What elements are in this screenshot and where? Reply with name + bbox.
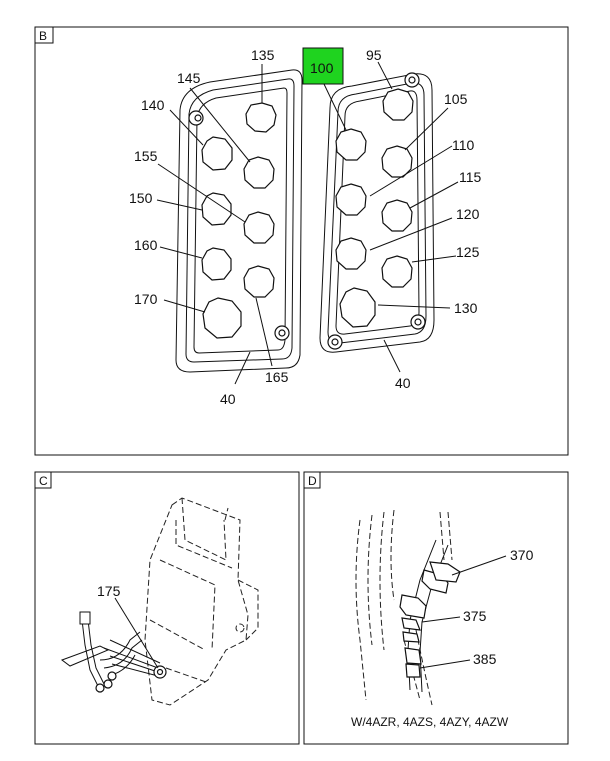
panel-d-leaders (419, 555, 507, 669)
callout-375: 375 (463, 608, 487, 624)
callout-40-right: 40 (395, 375, 411, 391)
callout-105: 105 (444, 91, 468, 107)
panel-d-frame (303, 471, 569, 745)
callout-120: 120 (456, 206, 480, 222)
applicability-note: W/4AZR, 4AZS, 4AZY, 4AZW (351, 715, 509, 729)
callout-110: 110 (452, 137, 475, 153)
leader-175 (114, 597, 159, 669)
panel-b-frame (34, 26, 569, 456)
callout-160: 160 (134, 237, 158, 253)
callout-155: 155 (134, 148, 158, 164)
panel-d-tag: D (308, 474, 317, 488)
panel-d-tag-box (303, 471, 321, 489)
left-gasket-holes (201, 102, 277, 339)
callout-130: 130 (454, 300, 478, 316)
callout-125: 125 (456, 244, 480, 260)
panel-c-tag-box (34, 471, 52, 489)
left-gasket (175, 69, 303, 373)
callout-170: 170 (134, 291, 158, 307)
panel-c-frame (34, 471, 300, 745)
highlight-box-100[interactable] (302, 47, 344, 85)
callout-385: 385 (473, 651, 497, 667)
callout-140: 140 (141, 97, 165, 113)
callout-95: 95 (366, 47, 382, 63)
callout-175: 175 (97, 583, 121, 599)
callout-100[interactable]: 100 (310, 60, 334, 76)
right-gasket-holes (335, 88, 414, 328)
callout-165: 165 (265, 369, 289, 385)
hose-fittings (399, 539, 461, 693)
callout-135: 135 (251, 47, 275, 63)
callout-40-left: 40 (220, 391, 236, 407)
right-gasket (319, 72, 435, 353)
callout-145: 145 (177, 70, 201, 86)
panel-b-tag: B (39, 29, 47, 43)
callout-150: 150 (129, 190, 153, 206)
panel-c-tag: C (39, 474, 48, 488)
callout-115: 115 (459, 169, 482, 185)
callout-370: 370 (510, 547, 534, 563)
bracket-assembly (144, 497, 259, 706)
hose-lines (60, 611, 167, 693)
background-lines (355, 509, 453, 706)
panel-b-tag-box (34, 26, 54, 44)
panel-b-leaders (156, 61, 459, 385)
